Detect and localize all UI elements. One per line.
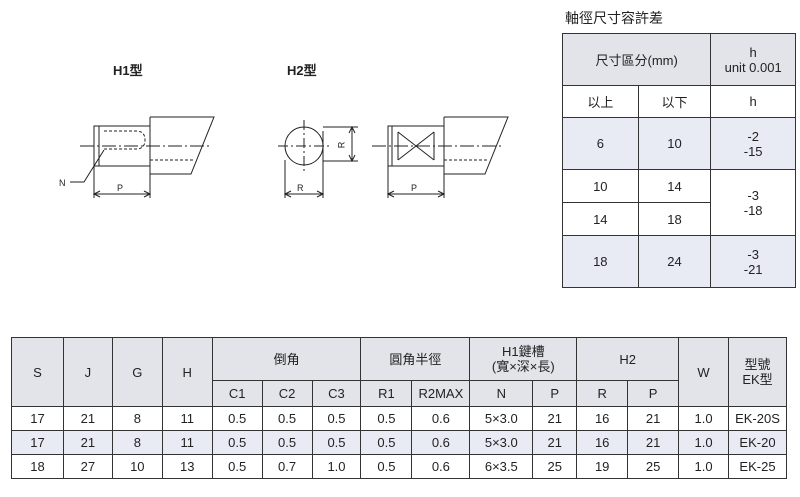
header-model: 型號 EK型 [727, 337, 788, 407]
header-w: W [678, 337, 729, 407]
h1-p-label: P [117, 183, 124, 193]
header-h-tolerance: h unit 0.001 [710, 33, 796, 86]
h2-shaft-drawing [372, 116, 509, 198]
subheader-c2: C2 [261, 380, 313, 407]
header-above: 以上 [562, 85, 639, 118]
header-h2: H2 [576, 337, 680, 381]
h1-n-label: N [59, 178, 66, 188]
header-s: S [11, 337, 64, 407]
header-chamfer: 倒角 [211, 337, 362, 381]
header-below: 以下 [637, 85, 712, 118]
h2-section-drawing [278, 120, 358, 198]
header-round-radius: 圓角半徑 [360, 337, 471, 381]
header-h: H [161, 337, 213, 407]
shaft-end-drawing [70, 116, 509, 198]
tolerance-table: 尺寸區分(mm) h unit 0.001 以上 以下 h 6 10 -2-15… [561, 33, 796, 288]
table-row: 10 14 -3-18 [562, 169, 796, 236]
header-g: G [111, 337, 163, 407]
table-row: 6 10 -2-15 [562, 117, 796, 170]
header-h1-keyway: H1鍵槽 (寬×深×長) [469, 337, 578, 381]
subheader-p2: P [627, 380, 680, 407]
subheader-n: N [469, 380, 534, 407]
tolerance-table-title: 軸徑尺寸容許差 [565, 10, 663, 26]
header-h: h [710, 85, 796, 118]
subheader-r: R [576, 380, 629, 407]
h2-r-width-label: R [297, 183, 304, 193]
h1-shaft-drawing [70, 116, 215, 198]
merged-h-tolerance: -3-18 [710, 169, 796, 236]
header-size-range: 尺寸區分(mm) [561, 33, 712, 86]
h2-r-height-label: R [336, 141, 347, 149]
specification-table: S J G H 倒角 圓角半徑 H1鍵槽 (寬×深×長) H2 W 型號 EK型… [11, 337, 788, 479]
header-j: J [62, 337, 113, 407]
subheader-c1: C1 [211, 380, 263, 407]
table-row: 14 18 [562, 202, 796, 236]
subheader-c3: C3 [311, 380, 362, 407]
subheader-r2max: R2MAX [411, 380, 471, 407]
table-row: 18 24 -3-21 [562, 235, 796, 288]
h2-figure-label: H2型 [287, 63, 317, 78]
h2-p-label: P [411, 183, 418, 193]
h1-figure-label: H1型 [113, 63, 143, 78]
subheader-p1: P [532, 380, 578, 407]
subheader-r1: R1 [360, 380, 413, 407]
